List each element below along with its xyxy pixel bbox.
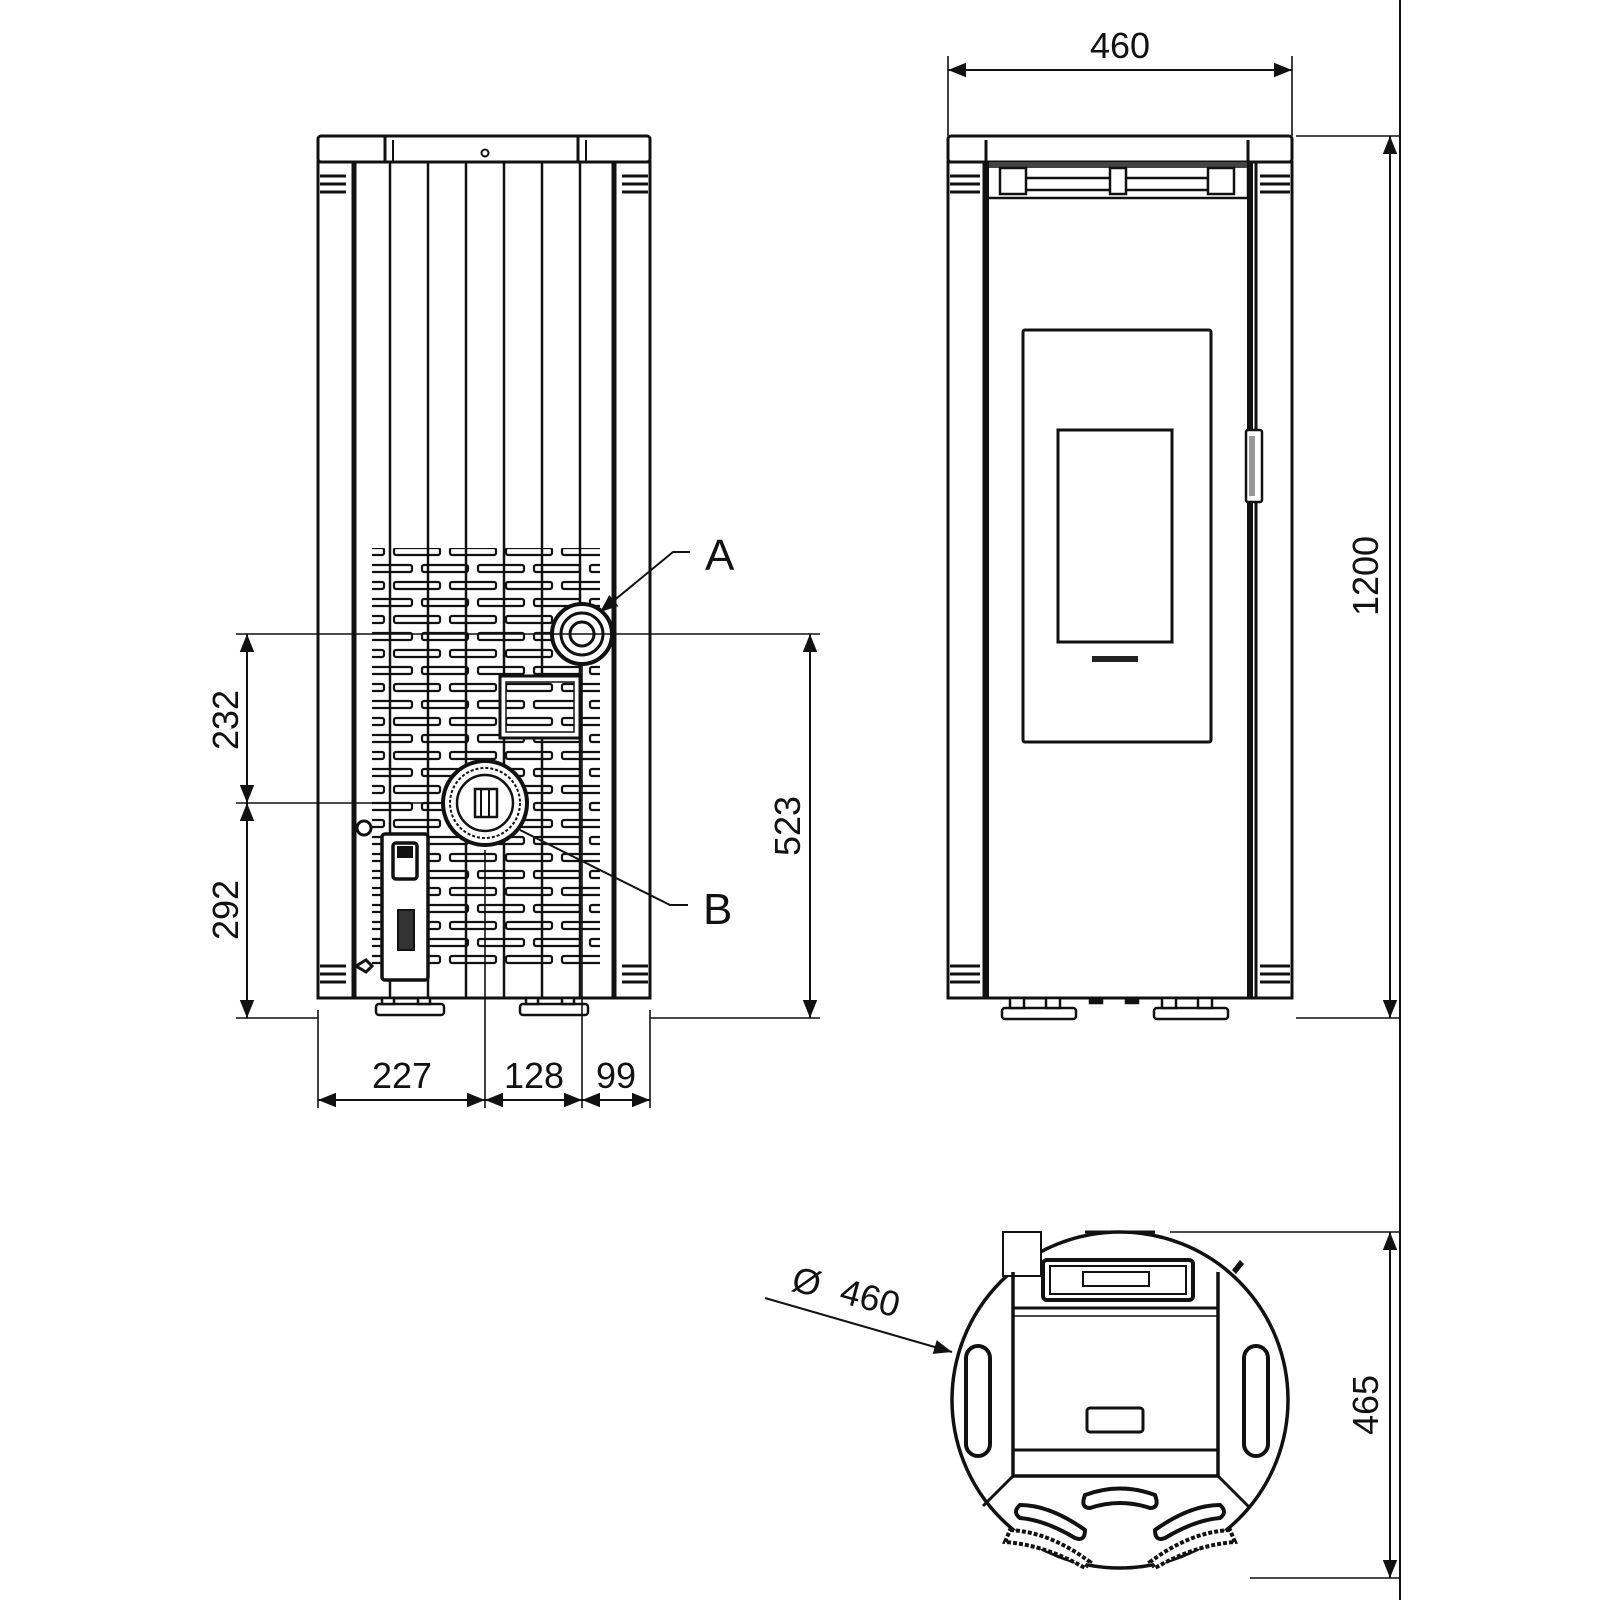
power-inlet-icon [353,958,375,974]
pellet-hopper-handle [1085,1406,1145,1434]
side-grip-right [1242,1344,1270,1458]
rear-dimensions: 232 292 523 227 128 99 [205,633,820,1108]
fire-window [1056,428,1174,644]
front-view [946,134,1294,1021]
dim-diameter-460: 460 [836,1270,905,1325]
connection-labels: A B [519,531,735,934]
dim-99: 99 [596,1055,636,1096]
display-screen [1082,1271,1150,1287]
top-knob-icon [1232,1260,1244,1274]
dim-292: 292 [205,880,246,940]
dim-1200: 1200 [1345,536,1386,616]
dim-460-width: 460 [1090,25,1150,66]
top-vents [1002,1486,1238,1571]
rear-feet [374,996,590,1017]
rear-view [316,134,652,1017]
label-a: A [705,531,735,580]
label-b: B [703,885,732,934]
brand-logo [1092,656,1138,662]
electrical-panel [380,832,430,982]
dim-227: 227 [372,1055,432,1096]
dim-523: 523 [767,796,808,856]
front-feet [1000,996,1230,1021]
dim-232: 232 [205,690,246,750]
top-screw-icon [480,148,490,158]
front-dimensions: 460 1200 [947,25,1400,1019]
dim-128: 128 [504,1055,564,1096]
connection-b-port [441,759,529,847]
top-dimensions: Ø 460 465 [764,1231,1400,1579]
dim-465: 465 [1345,1375,1386,1435]
pressure-switch-icon [355,819,373,837]
side-grip-left [964,1344,992,1458]
diameter-symbol: Ø [788,1258,826,1305]
top-view [950,1230,1290,1571]
